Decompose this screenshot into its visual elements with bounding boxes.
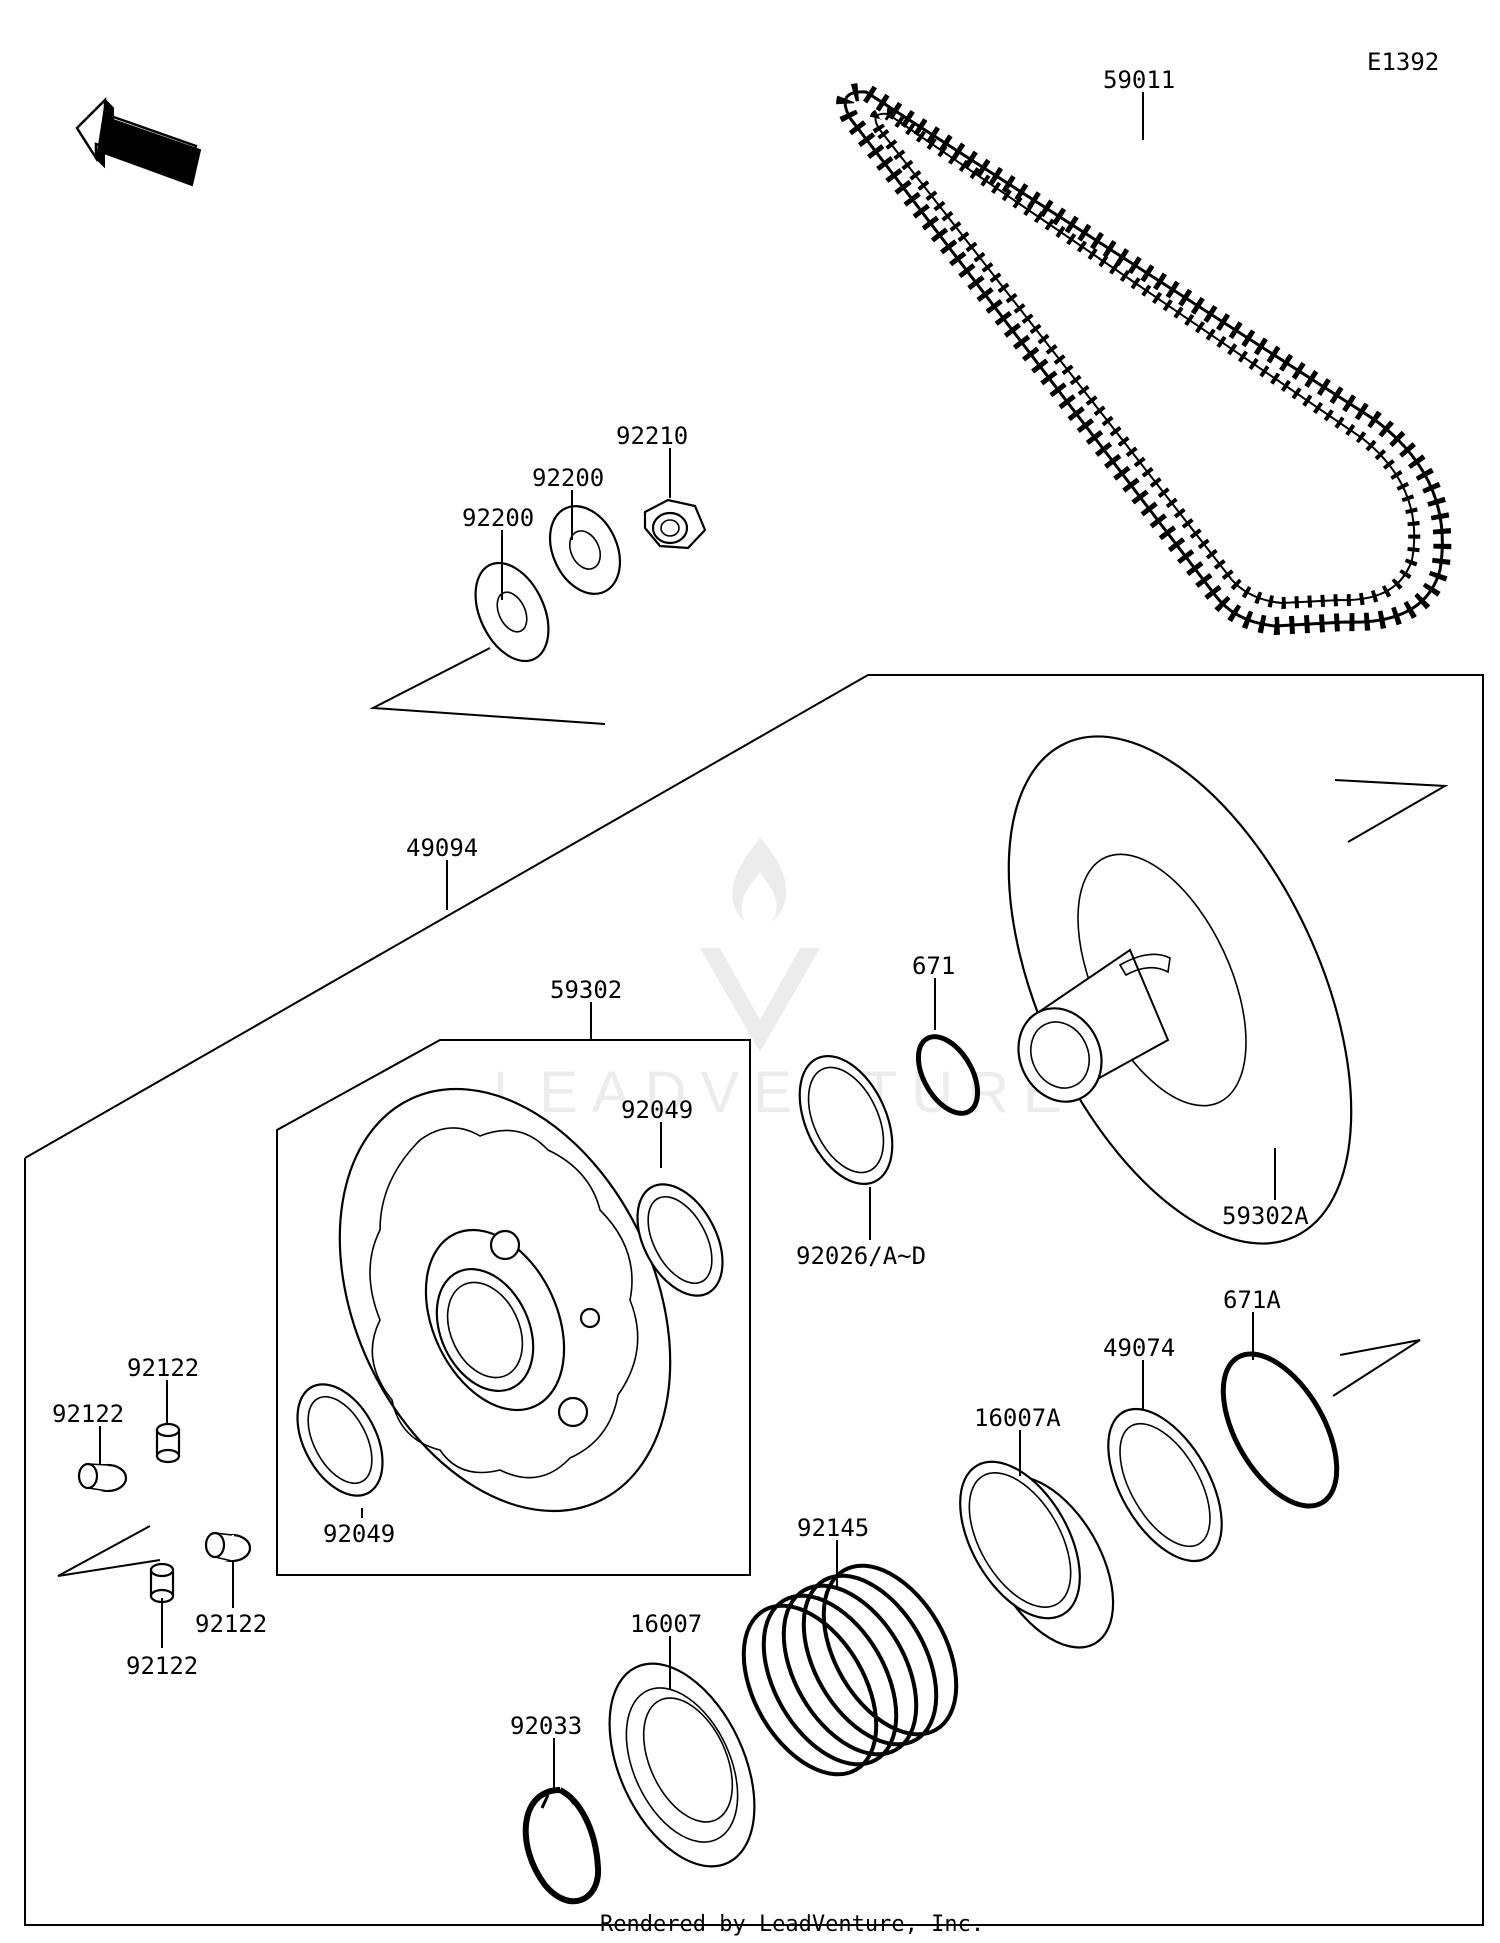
label-92122-a: 92122 — [52, 1400, 124, 1428]
label-59302: 59302 — [550, 976, 622, 1004]
snap-ring-671 — [915, 1034, 981, 1116]
cam-16007 — [608, 1662, 756, 1868]
weight-c — [204, 1531, 252, 1563]
bushing-lower — [296, 1383, 384, 1497]
washer-front — [474, 561, 550, 663]
washer-rear — [548, 505, 622, 595]
label-92122-d: 92122 — [126, 1652, 198, 1680]
label-92122-b: 92122 — [127, 1354, 199, 1382]
label-16007A: 16007A — [974, 1404, 1061, 1432]
weight-a — [77, 1462, 128, 1493]
label-16007: 16007 — [630, 1610, 702, 1638]
weight-d — [149, 1562, 175, 1604]
spring — [741, 1563, 959, 1777]
label-671A: 671A — [1223, 1286, 1281, 1314]
label-92033: 92033 — [510, 1712, 582, 1740]
label-92200-rear: 92200 — [532, 464, 604, 492]
label-49074: 49074 — [1103, 1334, 1175, 1362]
fixed-sheave — [1007, 735, 1353, 1245]
movable-sheave — [338, 1087, 672, 1513]
label-59302A: 59302A — [1222, 1202, 1309, 1230]
washer-49074 — [1107, 1407, 1223, 1563]
label-92210: 92210 — [616, 422, 688, 450]
label-92145: 92145 — [797, 1514, 869, 1542]
label-92049-lower: 92049 — [323, 1520, 395, 1548]
weight-b — [155, 1422, 181, 1464]
label-92049-upper: 92049 — [621, 1096, 693, 1124]
label-49094: 49094 — [406, 834, 478, 862]
snap-ring-92033 — [522, 1787, 602, 1905]
label-92026: 92026/A~D — [796, 1242, 926, 1270]
label-59011: 59011 — [1103, 66, 1175, 94]
nut — [643, 498, 707, 550]
diagram-code: E1392 — [1367, 48, 1439, 76]
footer-credit: Rendered by LeadVenture, Inc. — [600, 1912, 984, 1937]
drive-belt — [836, 82, 1452, 636]
label-92200-front: 92200 — [462, 504, 534, 532]
watermark-text: LEADVENTURE — [493, 1060, 1076, 1125]
label-671: 671 — [912, 952, 955, 980]
shim — [798, 1054, 894, 1186]
front-arrow-icon: FRONT — [75, 96, 202, 187]
snap-ring-671A — [1220, 1351, 1340, 1509]
bushing-upper — [636, 1183, 724, 1297]
label-92122-c: 92122 — [195, 1610, 267, 1638]
cam-16007A — [959, 1460, 1115, 1649]
